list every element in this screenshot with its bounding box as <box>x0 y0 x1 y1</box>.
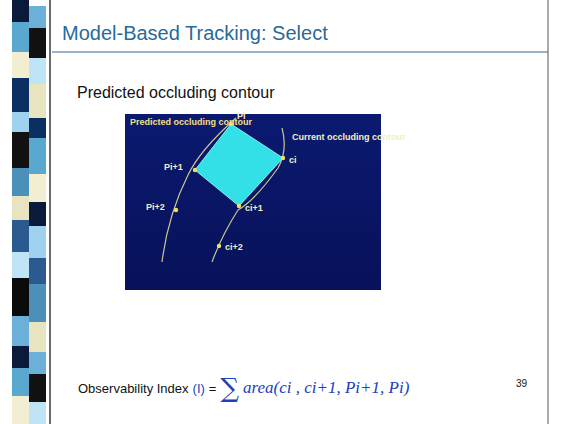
formula-expression: area(ci , ci+1, Pi+1, Pi) <box>243 378 409 398</box>
body-text: Predicted occluding contour <box>77 84 274 102</box>
contour-label: Current occluding contour <box>292 133 406 142</box>
sidebar-block <box>12 132 29 168</box>
sidebar-block <box>12 252 29 278</box>
point-label: ci+2 <box>225 243 243 252</box>
frame-edge <box>548 0 549 424</box>
sidebar-block <box>12 278 29 316</box>
sidebar-block <box>29 6 46 28</box>
sidebar-block <box>12 220 29 252</box>
point-label: Pi+2 <box>146 203 165 212</box>
sidebar-block <box>29 84 46 118</box>
sidebar-block <box>29 226 46 258</box>
formula-operator: = <box>209 381 217 396</box>
sidebar-block <box>29 118 46 138</box>
title-rule <box>52 51 548 53</box>
sidebar-block <box>12 396 29 424</box>
figure-title: Predicted occluding contour <box>130 118 252 127</box>
sidebar-block <box>29 138 46 174</box>
page-number: 39 <box>516 378 527 389</box>
point-label: ci <box>289 156 297 165</box>
sidebar-block <box>29 322 46 352</box>
sidebar-block <box>29 258 46 284</box>
sidebar-block <box>29 28 46 58</box>
formula-symbol: (I) <box>193 381 205 396</box>
sum-symbol: ∑ <box>220 373 239 403</box>
sidebar-block <box>12 316 29 346</box>
point-label: Pi <box>237 112 246 121</box>
sidebar-block <box>29 374 46 402</box>
sidebar-block <box>12 196 29 220</box>
sidebar-block <box>29 352 46 374</box>
formula-text: Observability Index <box>78 381 189 396</box>
sidebar-block <box>12 22 29 52</box>
sidebar-block <box>12 346 29 368</box>
striped-sidebar <box>12 0 46 424</box>
sidebar-block <box>29 202 46 226</box>
sidebar-block <box>29 402 46 424</box>
formula-row: Observability Index (I) = ∑ area(ci , ci… <box>78 373 409 403</box>
sidebar-block <box>29 174 46 202</box>
sidebar-block <box>29 58 46 84</box>
slide-title: Model-Based Tracking: Select <box>62 22 328 45</box>
sidebar-block <box>12 168 29 196</box>
sidebar-block <box>12 78 29 112</box>
sidebar-block <box>12 52 29 78</box>
sidebar-block <box>12 368 29 396</box>
point-label: Pi+1 <box>164 163 183 172</box>
sidebar-block <box>12 112 29 132</box>
sidebar-edge <box>49 0 51 424</box>
sidebar-block <box>29 284 46 322</box>
point-label: ci+1 <box>245 204 263 213</box>
sidebar-block <box>12 0 29 22</box>
